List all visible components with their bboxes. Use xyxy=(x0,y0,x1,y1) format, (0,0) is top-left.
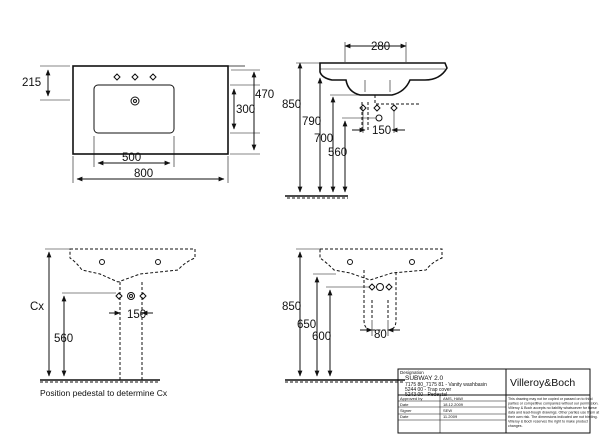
dim-790: 790 xyxy=(302,116,321,128)
product-line-2: 5244 00 - Trap cover xyxy=(405,387,451,393)
disclaimer-line: their own risk. The dimensions indicated… xyxy=(508,415,598,419)
drain-circle xyxy=(130,96,140,106)
dim-150-front: 150 xyxy=(127,309,146,321)
disclaimer-line: Villeroy & Boch accepts no liability wha… xyxy=(508,406,597,410)
product-name: SUBWAY 2.0 xyxy=(405,375,444,382)
dim-cx: Cx xyxy=(30,301,44,313)
pedestal-view: 850 650 600 80 xyxy=(282,248,443,383)
pedestal-body xyxy=(363,270,397,331)
disclaimer-line: Villeroy & Boch reserves the right to ma… xyxy=(508,420,588,424)
disclaimer-line: This drawing may not be copied or passed… xyxy=(508,397,593,401)
top-view: 215 300 470 500 800 xyxy=(22,65,274,183)
disclaimer-line: changes. xyxy=(508,424,523,428)
designation-label: Designation xyxy=(400,370,424,375)
dim-560-side: 560 xyxy=(328,147,347,159)
dim-800: 800 xyxy=(134,168,153,180)
disclaimer-line: parties or competitive companies without… xyxy=(508,402,598,406)
dim-600: 600 xyxy=(312,331,331,343)
row-value: SEW xyxy=(443,408,452,413)
tap-holes xyxy=(113,73,157,81)
row-label: Date xyxy=(400,414,409,419)
dim-80: 80 xyxy=(374,329,387,341)
side-view: 280 850 790 700 560 150 xyxy=(282,41,448,199)
product-line-1: 7175 80_7175 81 - Vanity washbasin xyxy=(405,382,487,388)
dim-700: 700 xyxy=(314,133,333,145)
dim-215: 215 xyxy=(22,77,41,89)
basin-outline-dashed xyxy=(69,248,196,283)
basin-bowl xyxy=(93,84,175,134)
basin-profile xyxy=(319,62,448,96)
dim-300: 300 xyxy=(236,104,255,116)
dim-650: 650 xyxy=(297,319,316,331)
dim-280: 280 xyxy=(371,41,390,53)
basin-outline xyxy=(72,65,229,155)
row-label: Approved by xyxy=(400,396,422,401)
product-line-3: 5243 00 - Pedestal xyxy=(405,392,447,398)
row-value: 11.2009 xyxy=(443,414,458,419)
dim-470: 470 xyxy=(255,89,274,101)
row-label: Signer xyxy=(400,408,412,413)
dim-850-side: 850 xyxy=(282,99,301,111)
front-view: Cx 560 150 Position pedestal to determin… xyxy=(30,248,196,398)
title-block: Designation SUBWAY 2.0 7175 80_7175 81 -… xyxy=(397,368,599,434)
basin-outline-pedestal xyxy=(319,248,443,281)
dim-560-front: 560 xyxy=(54,333,73,345)
row-label: Date xyxy=(400,402,409,407)
side-tap-holes xyxy=(359,104,398,112)
disclaimer-line: data and lead-trough drawings. Other par… xyxy=(508,411,599,415)
row-value: 18.12.2009 xyxy=(443,402,464,407)
dim-500: 500 xyxy=(122,152,141,164)
brand-logo: Villeroy&Boch xyxy=(510,377,575,389)
dim-850-pedestal: 850 xyxy=(282,301,301,313)
dim-150-side: 150 xyxy=(372,125,391,137)
row-value: AMS, HAW xyxy=(443,396,463,401)
note-position-pedestal: Position pedestal to determine Cx xyxy=(40,388,168,398)
